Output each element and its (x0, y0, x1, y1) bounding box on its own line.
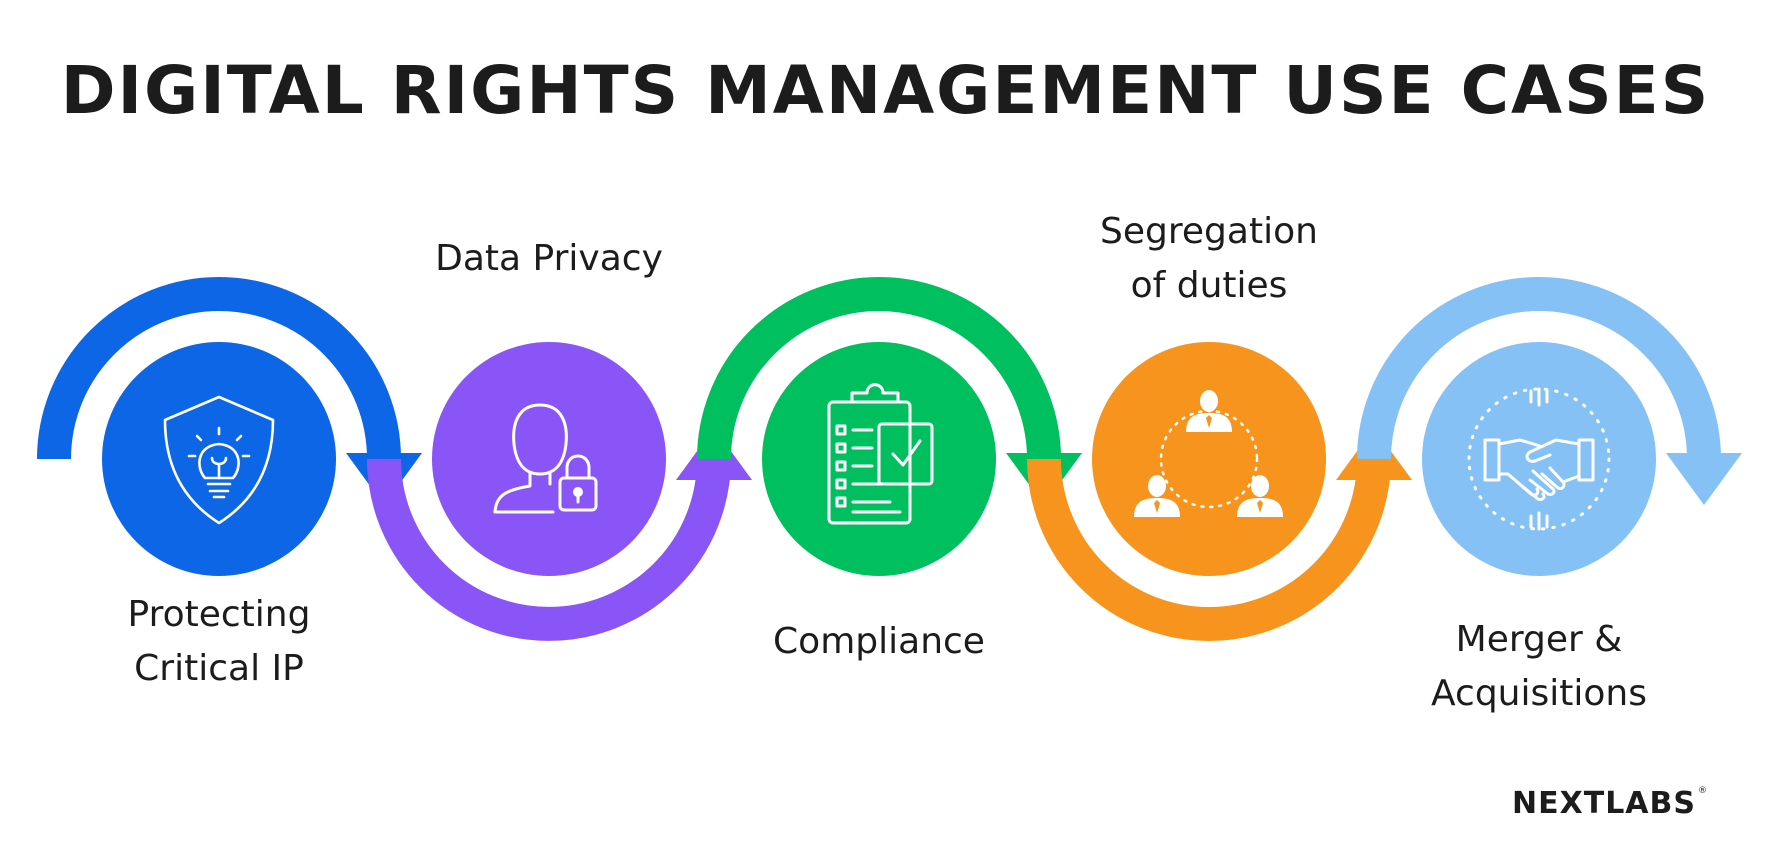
team-network-icon (1134, 390, 1283, 517)
label-line: Merger & (1455, 619, 1623, 660)
clipboard-checklist-icon (827, 383, 934, 525)
label-line: Protecting (127, 594, 311, 635)
label-merger-acquisitions: Merger & Acquisitions (1389, 613, 1689, 721)
label-segregation-of-duties: Segregation of duties (1059, 205, 1359, 313)
label-protecting-critical-ip: Protecting Critical IP (69, 588, 369, 696)
flow-arrow-4 (1027, 458, 1391, 641)
logo-wordmark: NEXTLABS (1512, 786, 1697, 821)
shield-lightbulb-icon (163, 395, 275, 525)
step-circle-data-privacy (432, 342, 666, 576)
page-title: DIGITAL RIGHTS MANAGEMENT USE CASES (60, 52, 1711, 129)
registered-mark: ® (1698, 786, 1709, 796)
label-compliance: Compliance (729, 615, 1029, 669)
flow-arrow-1 (37, 277, 401, 460)
label-data-privacy: Data Privacy (399, 232, 699, 286)
flow-arrow-3 (697, 277, 1061, 460)
label-line: Compliance (773, 621, 985, 662)
label-line: Segregation (1100, 211, 1318, 252)
step-circle-segregation (1092, 342, 1326, 576)
flow-arrow-5 (1357, 277, 1721, 460)
flow-arrowhead-5 (1666, 453, 1742, 505)
user-lock-icon (493, 403, 598, 514)
flow-arrow-2 (367, 458, 731, 641)
handshake-icon (1467, 387, 1611, 531)
label-line: Data Privacy (435, 238, 663, 279)
label-line: Acquisitions (1431, 673, 1647, 714)
step-circle-protecting-ip (102, 342, 336, 576)
flow-arrows (37, 277, 1742, 641)
nextlabs-logo: NEXTLABS® (1512, 786, 1708, 821)
label-line: Critical IP (134, 648, 304, 689)
label-line: of duties (1130, 265, 1288, 306)
